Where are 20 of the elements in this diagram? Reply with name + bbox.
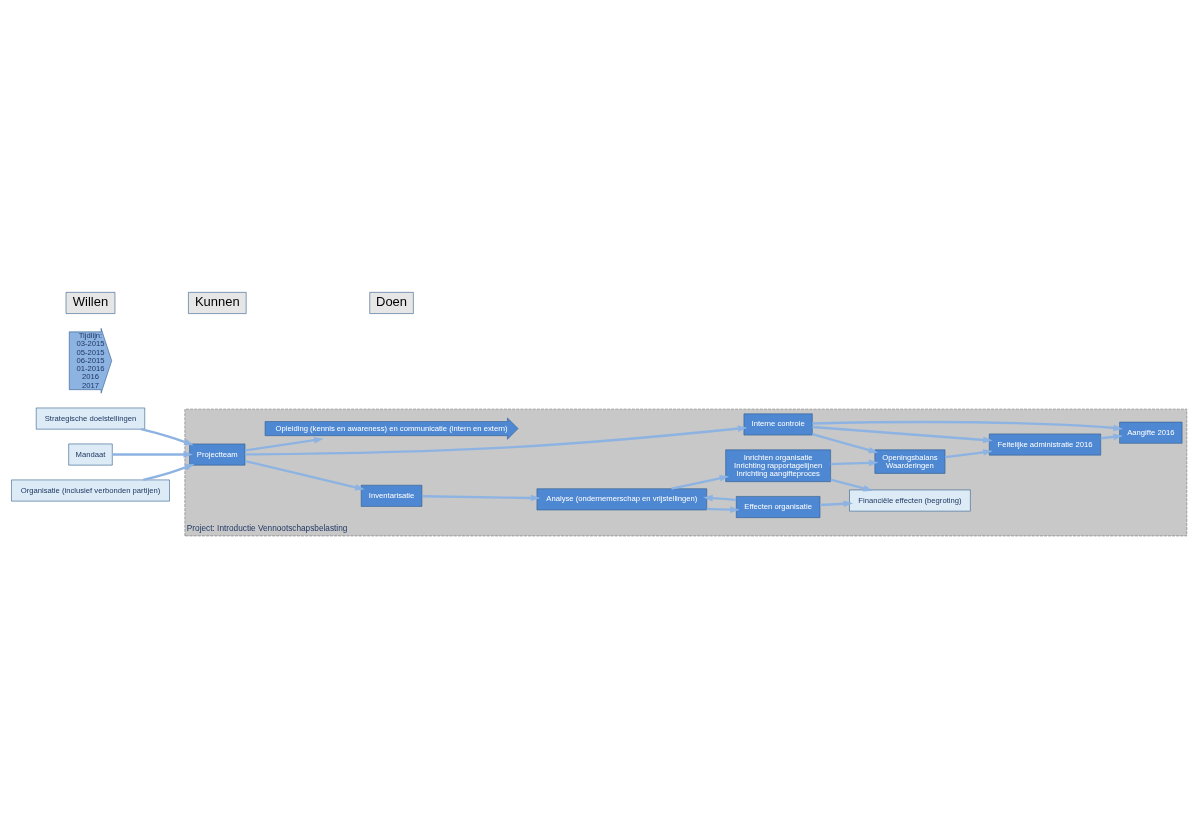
node-box: Willen <box>65 292 116 314</box>
arrow <box>245 425 748 456</box>
arrow <box>143 463 195 482</box>
arrow <box>244 459 365 491</box>
arrow <box>140 428 194 446</box>
arrow <box>112 451 193 458</box>
arrow <box>706 506 740 513</box>
arrow <box>703 494 737 502</box>
node-box: Kunnen <box>188 292 247 314</box>
arrow <box>820 500 853 508</box>
arrow <box>671 475 730 490</box>
node-box: Doen <box>369 292 414 314</box>
arrow <box>812 432 879 454</box>
arrow <box>422 494 541 502</box>
arrow <box>812 420 1123 432</box>
arrow <box>830 459 879 467</box>
arrow <box>945 449 993 459</box>
arrow <box>244 436 324 452</box>
arrow <box>830 478 873 492</box>
arrow <box>812 425 993 444</box>
